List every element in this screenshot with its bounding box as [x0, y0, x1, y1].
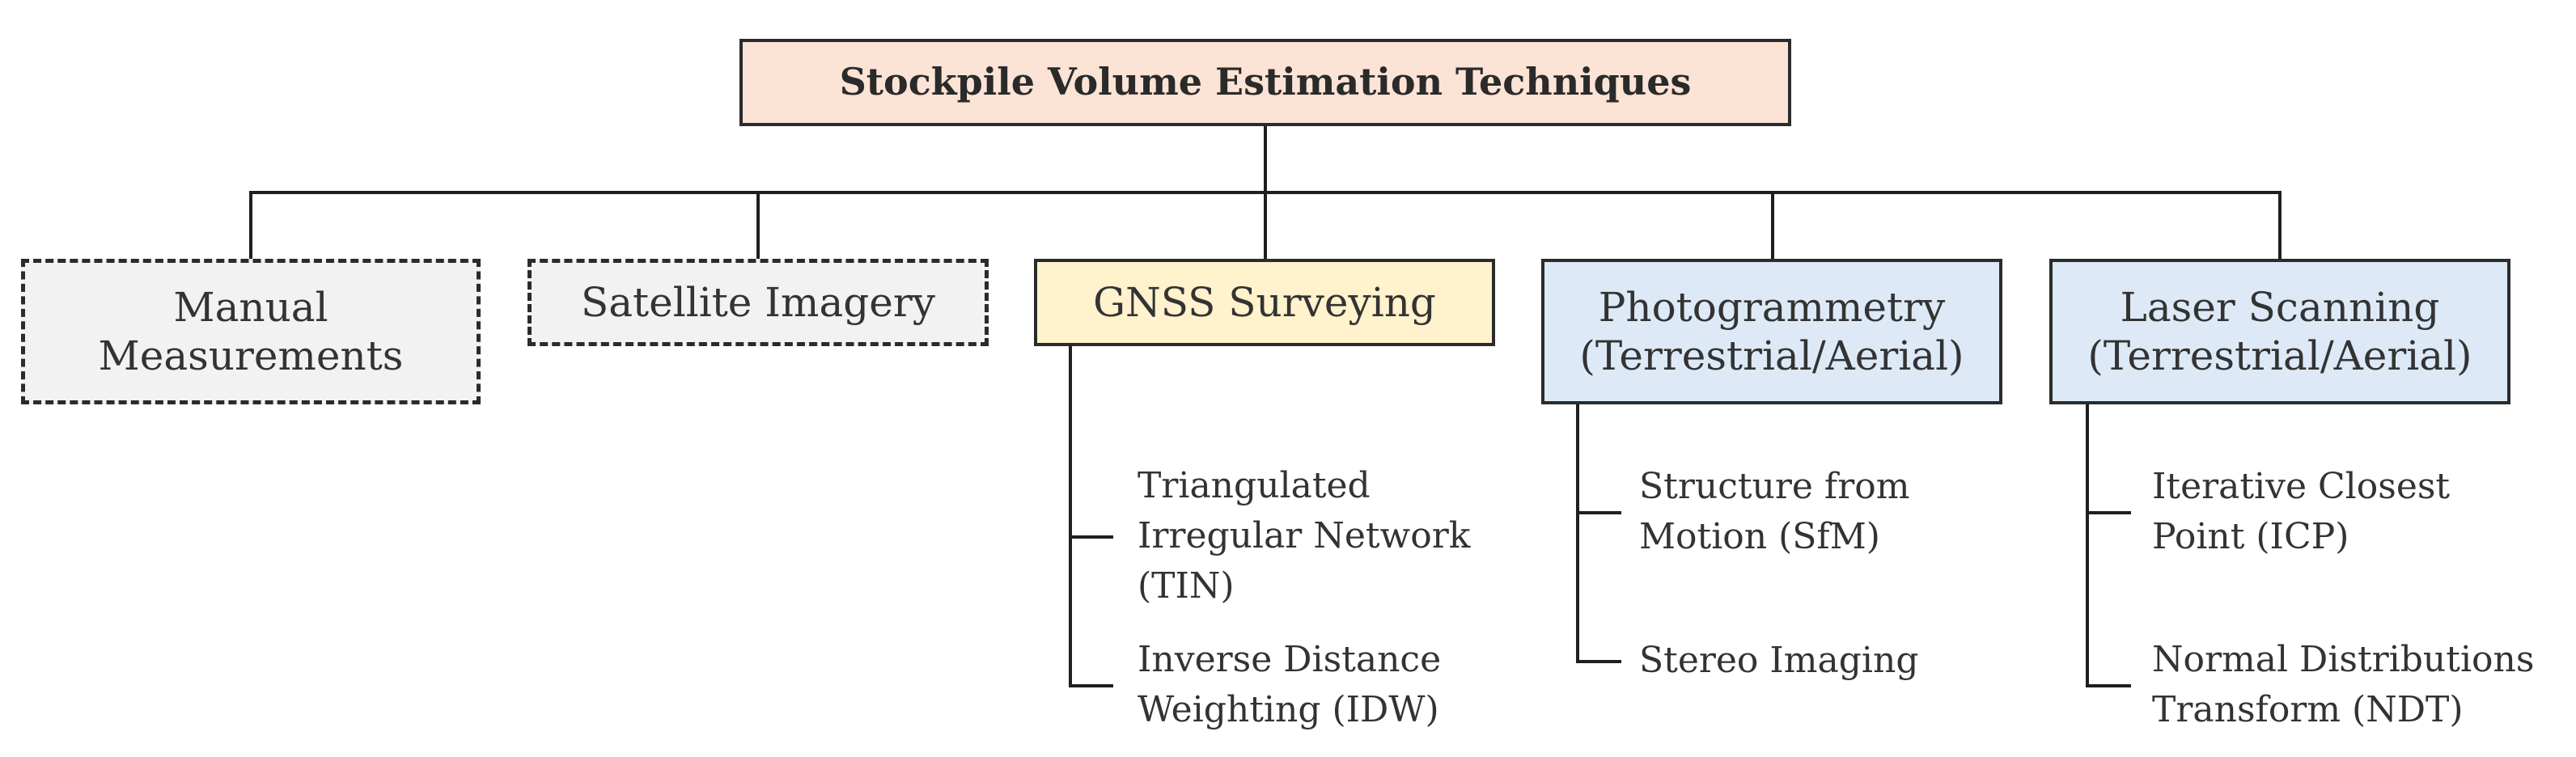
- subtechnique-tin: Triangulated Irregular Network (TIN): [1138, 461, 1470, 611]
- subtechnique-icp: Iterative Closest Point (ICP): [2152, 462, 2450, 562]
- category-gnss-surveying: GNSS Surveying: [1034, 259, 1495, 346]
- category-laser-scanning: Laser Scanning (Terrestrial/Aerial): [2049, 259, 2510, 404]
- subtechnique-line: Normal Distributions: [2152, 639, 2535, 680]
- category-label-line1: Photogrammetry: [1598, 284, 1946, 331]
- category-photogrammetry: Photogrammetry (Terrestrial/Aerial): [1541, 259, 2002, 404]
- subtechnique-line: (TIN): [1138, 565, 1235, 607]
- category-label-line1: Manual: [173, 284, 328, 331]
- diagram-title: Stockpile Volume Estimation Techniques: [839, 60, 1692, 104]
- category-manual-measurements: Manual Measurements: [21, 259, 481, 404]
- subtechnique-line: Iterative Closest: [2152, 466, 2451, 507]
- subtechnique-ndt: Normal Distributions Transform (NDT): [2152, 635, 2534, 735]
- subtechnique-line: Motion (SfM): [1639, 516, 1880, 557]
- category-label-line1: GNSS Surveying: [1093, 279, 1436, 326]
- subtechnique-line: Point (ICP): [2152, 516, 2349, 557]
- category-label-line1: Satellite Imagery: [580, 279, 935, 326]
- subtechnique-stereo-imaging: Stereo Imaging: [1639, 636, 1919, 686]
- root-node: Stockpile Volume Estimation Techniques: [739, 39, 1791, 126]
- category-label-line2: (Terrestrial/Aerial): [1579, 332, 1964, 379]
- category-label-line2: Measurements: [98, 332, 404, 379]
- subtechnique-line: Stereo Imaging: [1639, 640, 1919, 681]
- category-label-line1: Laser Scanning: [2120, 284, 2440, 331]
- category-label-line2: (Terrestrial/Aerial): [2087, 332, 2472, 379]
- subtechnique-line: Structure from: [1639, 466, 1910, 507]
- category-satellite-imagery: Satellite Imagery: [527, 259, 989, 346]
- subtechnique-idw: Inverse Distance Weighting (IDW): [1138, 635, 1441, 735]
- subtechnique-line: Weighting (IDW): [1138, 689, 1439, 730]
- subtechnique-line: Irregular Network: [1138, 515, 1471, 556]
- subtechnique-line: Transform (NDT): [2152, 689, 2464, 730]
- subtechnique-sfm: Structure from Motion (SfM): [1639, 462, 1909, 562]
- subtechnique-line: Triangulated: [1138, 465, 1371, 506]
- subtechnique-line: Inverse Distance: [1138, 639, 1442, 680]
